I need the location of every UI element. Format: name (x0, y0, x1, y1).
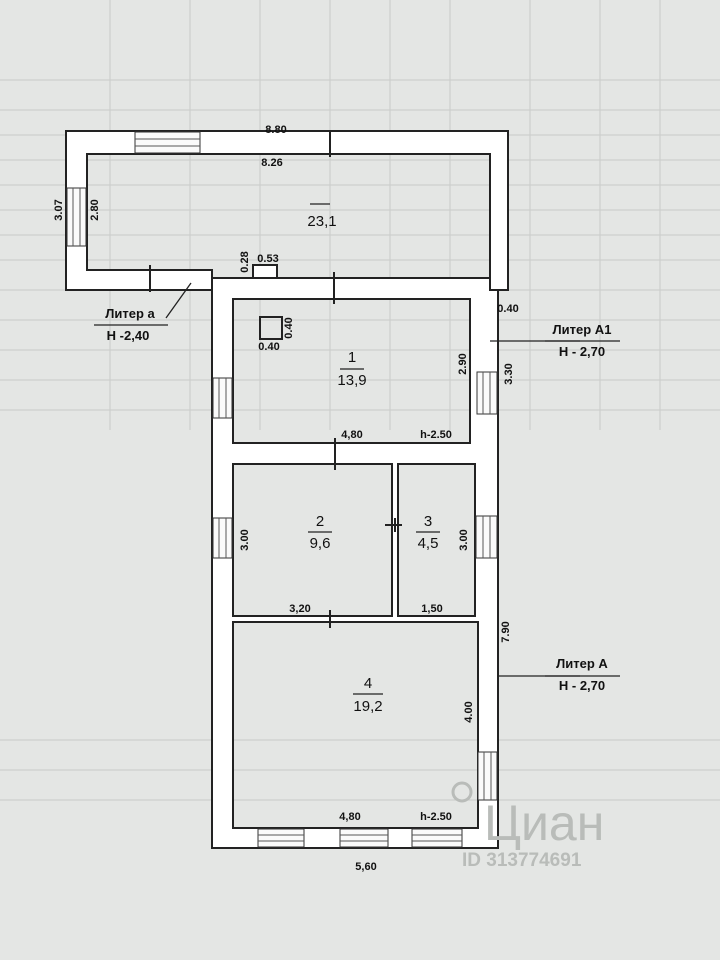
dim-total-bottom: 5,60 (355, 861, 376, 873)
stove (259, 316, 283, 340)
watermark: Циан ID 313774691 (451, 781, 604, 871)
liter-a1-height: Н - 2,70 (559, 344, 605, 359)
dim-stove-h: 0.40 (283, 317, 295, 338)
dim-a-outer: 7.90 (500, 621, 512, 642)
dim-a1-outer: 3.30 (503, 363, 515, 384)
dim-room3-bottom: 1,50 (421, 603, 442, 615)
room-2-area: 9,6 (310, 535, 331, 552)
dim-room1-bottom: 4,80 (341, 429, 362, 441)
watermark-brand: Циан (484, 795, 604, 851)
watermark-id: ID 313774691 (462, 850, 582, 871)
chimney (252, 264, 278, 279)
dim-top-inner: 8.26 (261, 157, 282, 169)
dim-room4-bottom: 4,80 (339, 811, 360, 823)
liter-a-height: Н - 2,70 (559, 678, 605, 693)
liter-a-name: Литер А (556, 656, 608, 671)
room-1-area: 13,9 (337, 372, 366, 389)
dim-chimney-h: 0.28 (239, 251, 251, 272)
liter-labels: Литер а Н -2,40 Литер А1 Н - 2,70 Литер … (105, 306, 611, 693)
dim-wall-thickness: 0.40 (497, 303, 518, 315)
room-4-area: 19,2 (353, 698, 382, 715)
dim-left-outer: 3.07 (53, 199, 65, 220)
dim-room4-right: 4.00 (463, 701, 475, 722)
dim-stove-w: 0.40 (258, 341, 279, 353)
liter-a-small-height: Н -2,40 (107, 328, 150, 343)
room-3-area: 4,5 (418, 535, 439, 552)
dim-room2-bottom: 3,20 (289, 603, 310, 615)
dimension-labels: 8.80 8.26 3.07 2.80 0.53 0.28 0.40 0.40 … (53, 124, 519, 873)
room-annex-area: 23,1 (307, 213, 336, 230)
room-4-number: 4 (364, 675, 372, 692)
room-labels: 23,1 1 13,9 2 9,6 3 4,5 4 19,2 (307, 213, 440, 715)
liter-a1-name: Литер А1 (553, 322, 612, 337)
dim-left-inner: 2.80 (89, 199, 101, 220)
room-3-number: 3 (424, 513, 432, 530)
annex-walls (65, 130, 509, 291)
liter-a-small-name: Литер а (105, 306, 155, 321)
dim-ceiling-4: h-2.50 (420, 811, 452, 823)
dim-ceiling-1: h-2.50 (420, 429, 452, 441)
dim-top-outer: 8.80 (265, 124, 286, 136)
dim-room3-right: 3.00 (458, 529, 470, 550)
background-grid (0, 0, 720, 801)
dim-chimney-w: 0.53 (257, 253, 278, 265)
house-walls (211, 277, 499, 849)
map-pin-icon (451, 781, 473, 803)
room-1-number: 1 (348, 349, 356, 366)
dim-room2-left: 3.00 (239, 529, 251, 550)
doors (149, 131, 402, 628)
leader-lines (94, 203, 620, 677)
dim-room1-right: 2.90 (457, 353, 469, 374)
windows (66, 131, 498, 848)
room-2-number: 2 (316, 513, 324, 530)
